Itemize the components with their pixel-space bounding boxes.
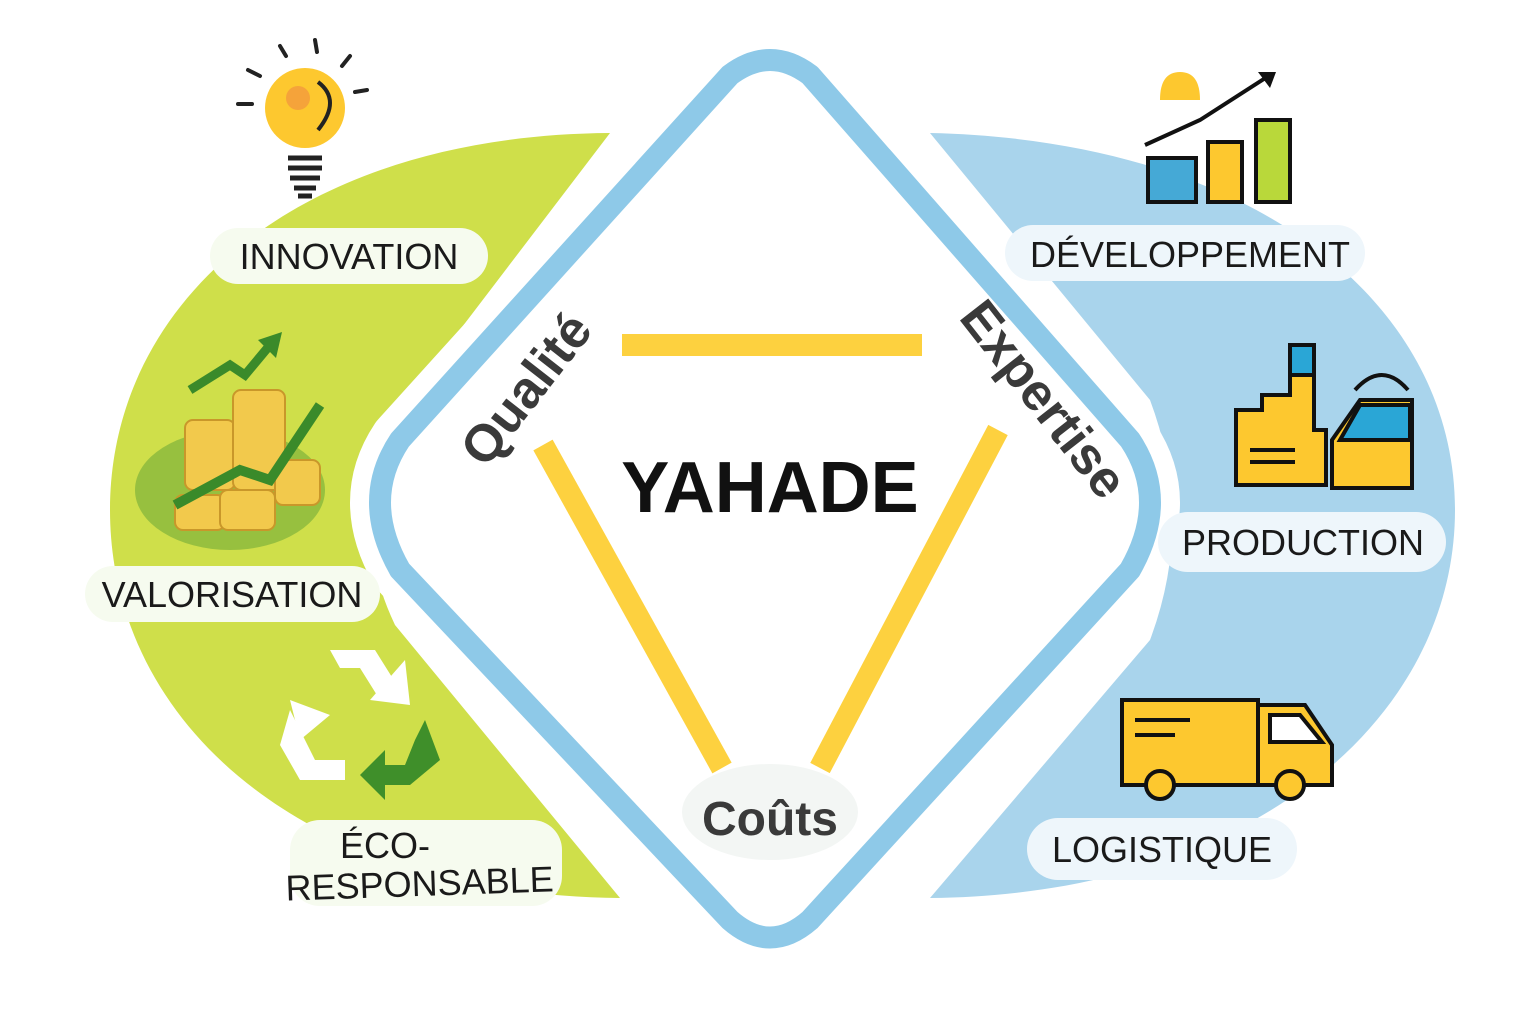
- label-innovation: INNOVATION: [240, 236, 459, 277]
- label-eco-line2: RESPONSABLE: [285, 858, 554, 908]
- label-logistique: LOGISTIQUE: [1052, 829, 1272, 870]
- triangle-left-edge: [533, 439, 732, 774]
- factory-icon: [1234, 343, 1414, 490]
- couts-bubble: [682, 764, 858, 860]
- lightbulb-icon: [236, 38, 369, 199]
- developpement-pill: [1005, 225, 1365, 281]
- label-valorisation: VALORISATION: [102, 574, 363, 615]
- center-title: YAHADE: [621, 448, 918, 528]
- label-developpement: DÉVELOPPEMENT: [1030, 234, 1350, 275]
- innovation-pill: [210, 228, 488, 284]
- triangle-right-edge: [810, 424, 1008, 774]
- label-couts: Coûts: [702, 793, 838, 846]
- growth-chart-icon: [1144, 72, 1292, 204]
- label-eco-line1: ÉCO-: [340, 825, 430, 866]
- delivery-truck-icon: [1120, 698, 1334, 801]
- center-diamond: [369, 49, 1161, 949]
- logistique-pill: [1027, 818, 1297, 880]
- label-production: PRODUCTION: [1182, 522, 1424, 563]
- eco-pill: [290, 820, 562, 906]
- recycle-icon: [280, 650, 440, 800]
- production-pill: [1158, 512, 1446, 572]
- valorisation-pill: [85, 566, 380, 622]
- triangle: [533, 334, 1008, 774]
- coins-growth-icon: [135, 332, 325, 550]
